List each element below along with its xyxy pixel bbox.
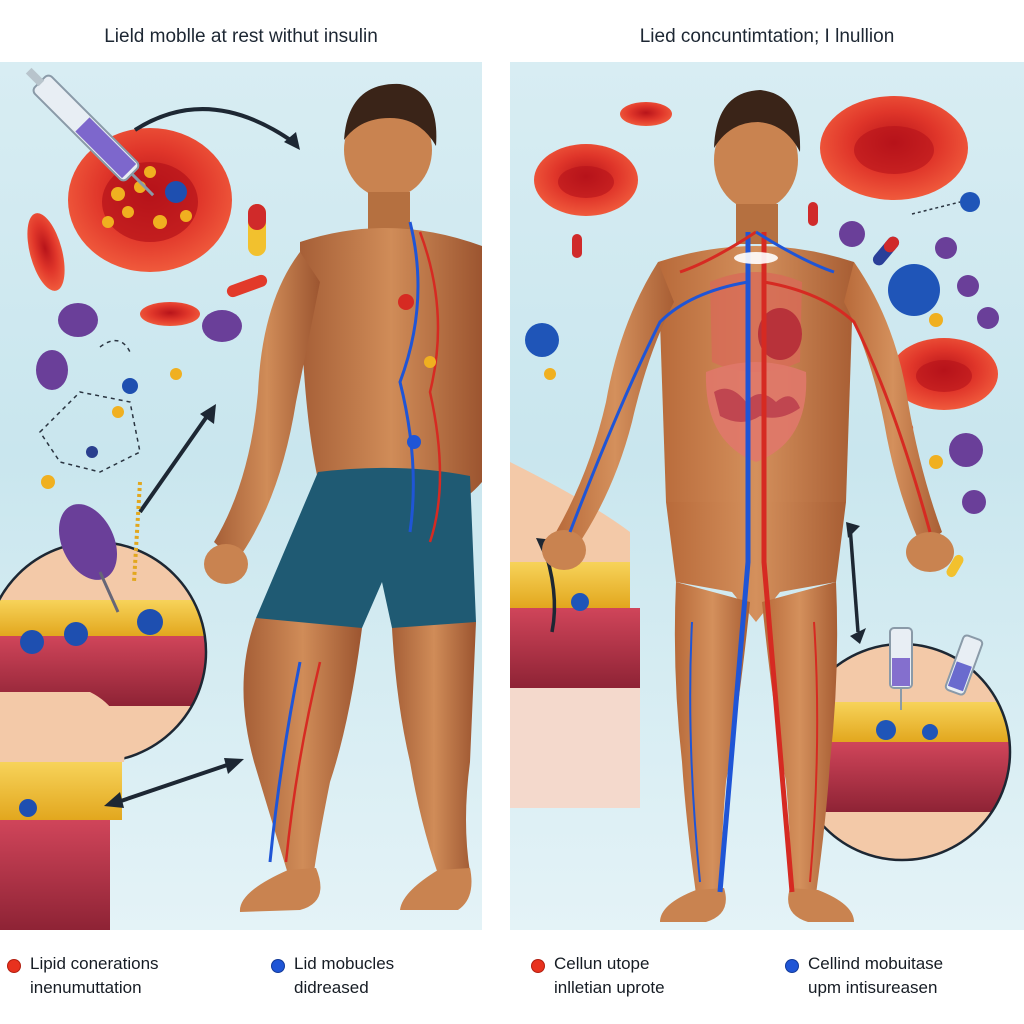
right-title-band: Lied concuntimtation; I lnullion bbox=[510, 0, 1024, 62]
molecule-icon bbox=[525, 323, 559, 357]
arrow-icon bbox=[111, 760, 237, 806]
legend-line: didreased bbox=[294, 978, 369, 997]
anatomy-figure bbox=[542, 90, 954, 922]
arrow-icon bbox=[133, 107, 298, 146]
legend-line: upm intisureasen bbox=[808, 978, 938, 997]
arrow-icon bbox=[848, 525, 860, 633]
left-illustration-svg bbox=[0, 67, 482, 930]
right-panel-title: Lied concuntimtation; I lnullion bbox=[639, 26, 895, 47]
molecule-icon bbox=[839, 221, 865, 247]
right-illustration bbox=[510, 62, 1024, 930]
molecule-icon bbox=[36, 350, 68, 390]
right-panel: Lied concuntimtation; I lnullion bbox=[510, 0, 1024, 1024]
blue-dot-icon bbox=[272, 960, 284, 972]
red-dot-icon bbox=[8, 960, 20, 972]
red-blood-cell-icon bbox=[620, 102, 672, 126]
syringe-icon bbox=[25, 67, 155, 197]
athlete-figure bbox=[204, 83, 482, 912]
red-dot-icon bbox=[532, 960, 544, 972]
molecule-icon bbox=[888, 264, 940, 316]
left-panel: Lield moblle at rest withut insulin bbox=[0, 0, 482, 1024]
arrow-icon bbox=[138, 410, 212, 514]
left-illustration bbox=[0, 62, 482, 930]
legend-line: Cellind mobuitase bbox=[808, 954, 944, 973]
left-panel-title: Lield moblle at rest withut insulin bbox=[104, 26, 378, 47]
fat-tissue-slab bbox=[0, 692, 125, 930]
syringe-icon bbox=[889, 627, 984, 710]
red-blood-cell-icon bbox=[27, 213, 65, 291]
legend-line: inlletian uprote bbox=[554, 978, 665, 997]
red-blood-cell-icon bbox=[140, 302, 200, 326]
right-legend: Cellun utope inlletian uprote Cellind mo… bbox=[510, 930, 1024, 1024]
legend-line: Lipid conerations bbox=[30, 954, 159, 973]
molecule-diagram bbox=[39, 391, 141, 473]
left-title-band: Lield moblle at rest withut insulin bbox=[0, 0, 482, 62]
molecule-icon bbox=[202, 310, 242, 342]
capsule-icon bbox=[872, 236, 900, 266]
capsule-icon bbox=[248, 204, 266, 256]
molecule-icon bbox=[58, 303, 98, 337]
legend-line: inenumuttation bbox=[30, 978, 142, 997]
left-legend: Lipid conerations inenumuttation Lid mob… bbox=[0, 930, 482, 1024]
right-illustration-svg bbox=[510, 90, 1012, 922]
legend-line: Cellun utope bbox=[554, 954, 650, 973]
legend-line: Lid mobucles bbox=[294, 954, 395, 973]
blue-dot-icon bbox=[786, 960, 798, 972]
panel-divider bbox=[482, 0, 510, 1024]
